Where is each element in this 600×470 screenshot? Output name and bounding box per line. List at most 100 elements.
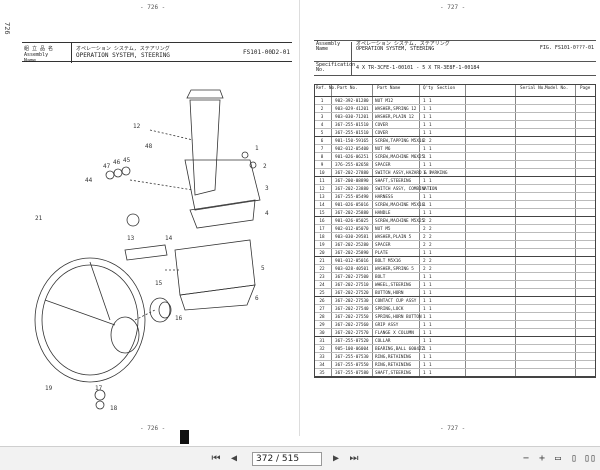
- row-qty-1: 1: [423, 362, 426, 368]
- svg-text:18: 18: [110, 405, 118, 412]
- row-part-name: BOLT M5X16: [375, 258, 401, 264]
- row-qty-2: 2: [429, 138, 432, 144]
- row-part-name: WASHER,SPRING 12: [375, 106, 417, 112]
- svg-text:5: 5: [261, 265, 265, 272]
- row-qty-2: 1: [429, 202, 432, 208]
- row-ref: 25: [319, 290, 325, 296]
- row-ref: 11: [319, 178, 325, 184]
- row-qty-1: 1: [423, 122, 426, 128]
- row-ref: 1: [320, 98, 324, 104]
- row-ref: 30: [319, 330, 325, 336]
- row-ref: 33: [319, 354, 325, 360]
- row-qty-2: 1: [429, 314, 432, 320]
- row-part-number: 902-012-05400: [335, 146, 369, 152]
- row-ref: 16: [319, 218, 325, 224]
- header-model: Model No.: [545, 86, 569, 91]
- svg-text:47: 47: [103, 163, 111, 170]
- row-ref: 29: [319, 322, 325, 328]
- row-part-name: BOLT: [375, 274, 386, 280]
- row-part-number: 903-030-71201: [335, 114, 369, 120]
- row-part-name: SWITCH ASSY, COMBINATION: [375, 186, 438, 192]
- row-qty-1: 1: [423, 186, 426, 192]
- page-scroll-marker[interactable]: [180, 430, 189, 444]
- row-part-number: 901-012-05016: [335, 258, 369, 264]
- row-qty-2: 2: [429, 242, 432, 248]
- parts-table: Ref. No. Part No. Part Name Q'ty Section…: [314, 84, 596, 378]
- assembly-title-jp-right: オペレーション システム, ステアリング: [356, 41, 450, 47]
- row-part-number: 903-030-29581: [335, 234, 369, 240]
- row-part-name: SPACER: [375, 242, 391, 248]
- row-qty-1: 1: [423, 314, 426, 320]
- row-part-name: BEARING,BALL 6004ZZ: [375, 346, 425, 352]
- parts-table-header: Ref. No. Part No. Part Name Q'ty Section…: [315, 85, 595, 97]
- row-qty-1: 1: [423, 306, 426, 312]
- next-page-icon[interactable]: ▶: [332, 453, 340, 464]
- row-qty-2: 1: [429, 354, 432, 360]
- row-qty-2: 2: [429, 234, 432, 240]
- row-part-number: 367-202-27880: [335, 170, 369, 176]
- right-top-page-number: - 727 -: [440, 4, 466, 11]
- row-qty-2: 1: [429, 146, 432, 152]
- row-ref: 28: [319, 314, 325, 320]
- row-qty-2: 1: [429, 362, 432, 368]
- svg-text:13: 13: [127, 235, 135, 242]
- last-page-icon[interactable]: ⏭: [349, 453, 359, 464]
- row-ref: 34: [319, 362, 325, 368]
- switch-housing: [184, 159, 261, 211]
- zoom-out-icon[interactable]: −: [522, 453, 530, 464]
- svg-text:15: 15: [155, 280, 163, 287]
- row-ref: 35: [319, 370, 325, 376]
- row-qty-2: 1: [429, 274, 432, 280]
- two-page-icon[interactable]: ▯▯: [583, 453, 597, 464]
- assembly-label-jp: 組 立 品 名: [24, 46, 54, 52]
- svg-text:19: 19: [45, 385, 53, 392]
- row-ref: 9: [320, 162, 324, 168]
- first-page-icon[interactable]: ⏮: [211, 453, 221, 464]
- svg-text:46: 46: [113, 159, 121, 166]
- assembly-title-right: OPERATION SYSTEM, STEERING: [356, 46, 435, 52]
- prev-page-icon[interactable]: ◀: [230, 453, 238, 464]
- row-qty-2: 1: [429, 162, 432, 168]
- right-bottom-page-number: - 727 -: [440, 425, 466, 432]
- row-part-name: BUTTON,HORN: [375, 290, 404, 296]
- row-qty-1: 2: [423, 234, 426, 240]
- row-qty-1: 1: [423, 130, 426, 136]
- row-qty-1: 1: [423, 290, 426, 296]
- right-assembly-header: Assembly Name オペレーション システム, ステアリング OPERA…: [314, 40, 596, 76]
- svg-text:4: 4: [265, 210, 269, 217]
- row-part-name: COLLAR: [375, 338, 391, 344]
- svg-text:48: 48: [145, 143, 153, 150]
- row-part-number: 367-202-27520: [335, 290, 369, 296]
- row-qty-2: 1: [429, 298, 432, 304]
- row-part-name: SCREW,TAPPING M5X16: [375, 138, 425, 144]
- page-number-input[interactable]: 372 / 515: [252, 452, 322, 466]
- zoom-in-icon[interactable]: +: [538, 453, 546, 464]
- header-section: Section: [437, 86, 456, 91]
- row-qty-1: 1: [423, 170, 426, 176]
- row-qty-1: 1: [423, 210, 426, 216]
- row-qty-2: 1: [429, 250, 432, 256]
- svg-text:45: 45: [123, 157, 131, 164]
- row-ref: 5: [320, 130, 324, 136]
- row-part-number: 901-150-59165: [335, 138, 369, 144]
- row-ref: 21: [319, 258, 325, 264]
- single-page-icon[interactable]: ▯: [570, 453, 578, 464]
- svg-text:1: 1: [255, 145, 259, 152]
- fit-page-icon[interactable]: ▭: [554, 453, 562, 464]
- row-part-name: SHAFT,STEERING: [375, 178, 412, 184]
- row-part-number: 903-028-40501: [335, 266, 369, 272]
